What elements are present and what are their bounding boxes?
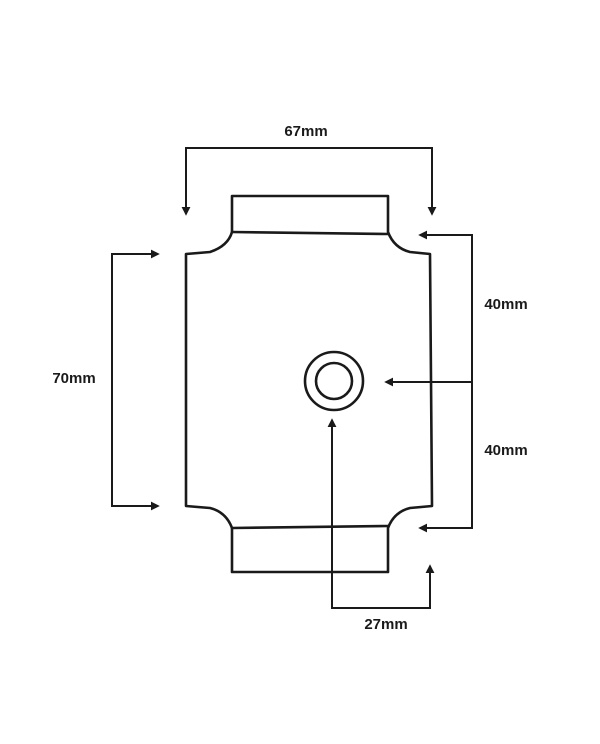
bottom-offset-label: 27mm [364,616,407,633]
upper-right-label: 40mm [484,296,527,313]
hole-outer-ring [303,350,365,412]
bottom-offset-dimension [327,418,435,609]
top-width-dimension [181,147,437,216]
top-tab-edge [230,230,390,236]
top-width-label: 67mm [284,123,327,140]
hole-inner-ring [314,361,354,401]
bottom-tab-edge [230,524,390,530]
lower-right-label: 40mm [484,442,527,459]
left-height-dimension [111,249,160,511]
left-height-label: 70mm [52,370,95,387]
right-upper-dimension [418,230,473,382]
plate-outline [184,194,434,574]
right-lower-dimension [418,382,473,533]
